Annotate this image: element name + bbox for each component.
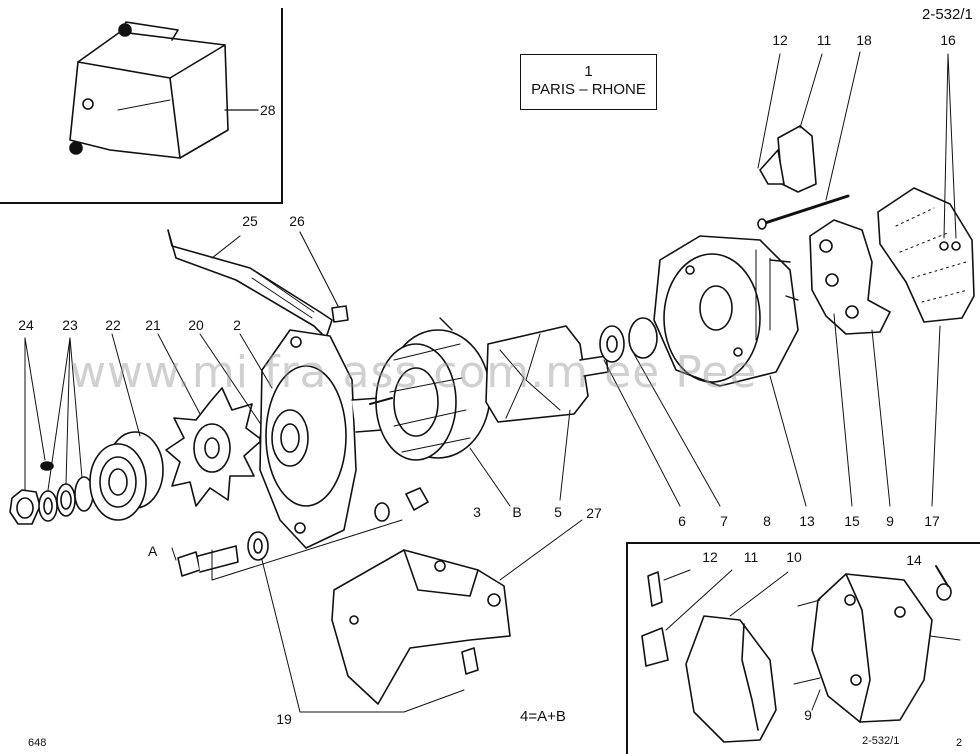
title-brand: PARIS – RHONE (531, 81, 646, 98)
callout-17: 17 (924, 513, 940, 529)
callout-3: 3 (473, 504, 481, 520)
callout-5: 5 (554, 504, 562, 520)
inset-callout-12: 12 (702, 549, 718, 565)
cooling-fan-part (157, 333, 263, 507)
callout-15: 15 (844, 513, 860, 529)
title-number: 1 (584, 63, 593, 80)
inset-callout-11: 11 (743, 549, 759, 565)
callout-18: 18 (856, 32, 872, 48)
inset-brush-part (641, 569, 733, 667)
inset-callout-10: 10 (786, 549, 802, 565)
callout-11: 11 (816, 32, 832, 48)
adjusting-strap-part (167, 229, 333, 339)
callout-9: 9 (886, 513, 894, 529)
inset-callout-9: 9 (804, 707, 812, 723)
callout-8: 8 (763, 513, 771, 529)
callout-23: 23 (62, 317, 78, 333)
callout-27: 27 (586, 505, 602, 521)
regulator-inset-frame (0, 8, 283, 204)
brush-holder-part (757, 53, 823, 193)
callout-26: 26 (289, 213, 305, 229)
callout-24: 24 (18, 317, 34, 333)
callout-28: 28 (260, 102, 276, 118)
callout-19: 19 (276, 711, 292, 727)
rotor-part (485, 325, 609, 501)
title-box: 1 PARIS – RHONE (520, 54, 657, 110)
voltage-regulator-part (69, 21, 259, 159)
callout-25: 25 (242, 213, 258, 229)
callout-20: 20 (188, 317, 204, 333)
equation-label: 4=A+B (520, 708, 566, 725)
callout-16: 16 (940, 32, 956, 48)
callout-13: 13 (799, 513, 815, 529)
watermark: www.mi fra ass com.m ee Pee (70, 347, 758, 398)
sheet-ref-bottom: 2-532/1 (862, 735, 900, 747)
mounting-bolt-part (171, 487, 465, 713)
callout-12: 12 (772, 32, 788, 48)
inset-gasket-part (685, 571, 789, 743)
rectifier-part (809, 219, 891, 507)
callout-6: 6 (678, 513, 686, 529)
callout-7: 7 (720, 513, 728, 529)
washers-part (38, 337, 94, 522)
sheet-ref-top: 2-532/1 (922, 6, 973, 23)
inset-callout-14: 14 (906, 552, 922, 568)
callout-21: 21 (145, 317, 161, 333)
slip-ring-end-bracket-part (653, 235, 807, 507)
bearing-part (599, 317, 721, 507)
callout-A: A (148, 543, 158, 559)
inset-brush-spring-part (647, 569, 691, 607)
callout-2: 2 (233, 317, 241, 333)
mounting-bracket-part (331, 519, 583, 705)
through-bolt-part (757, 51, 861, 230)
page-number-right: 2 (956, 737, 963, 749)
inset-screw-part (935, 565, 952, 601)
strap-bolt-part (299, 231, 349, 323)
stator-part (369, 317, 511, 507)
drive-end-bracket-part (239, 329, 383, 549)
rear-cover-part (877, 187, 975, 507)
callout-22: 22 (105, 317, 121, 333)
page-number-left: 648 (28, 737, 47, 749)
cover-screws-part (939, 53, 961, 251)
pulley-nut-part (9, 337, 54, 525)
pulley-part (89, 333, 164, 521)
brush-detail-inset-frame (626, 542, 980, 754)
callout-B: B (512, 504, 522, 520)
inset-rectifier-part (793, 573, 961, 723)
